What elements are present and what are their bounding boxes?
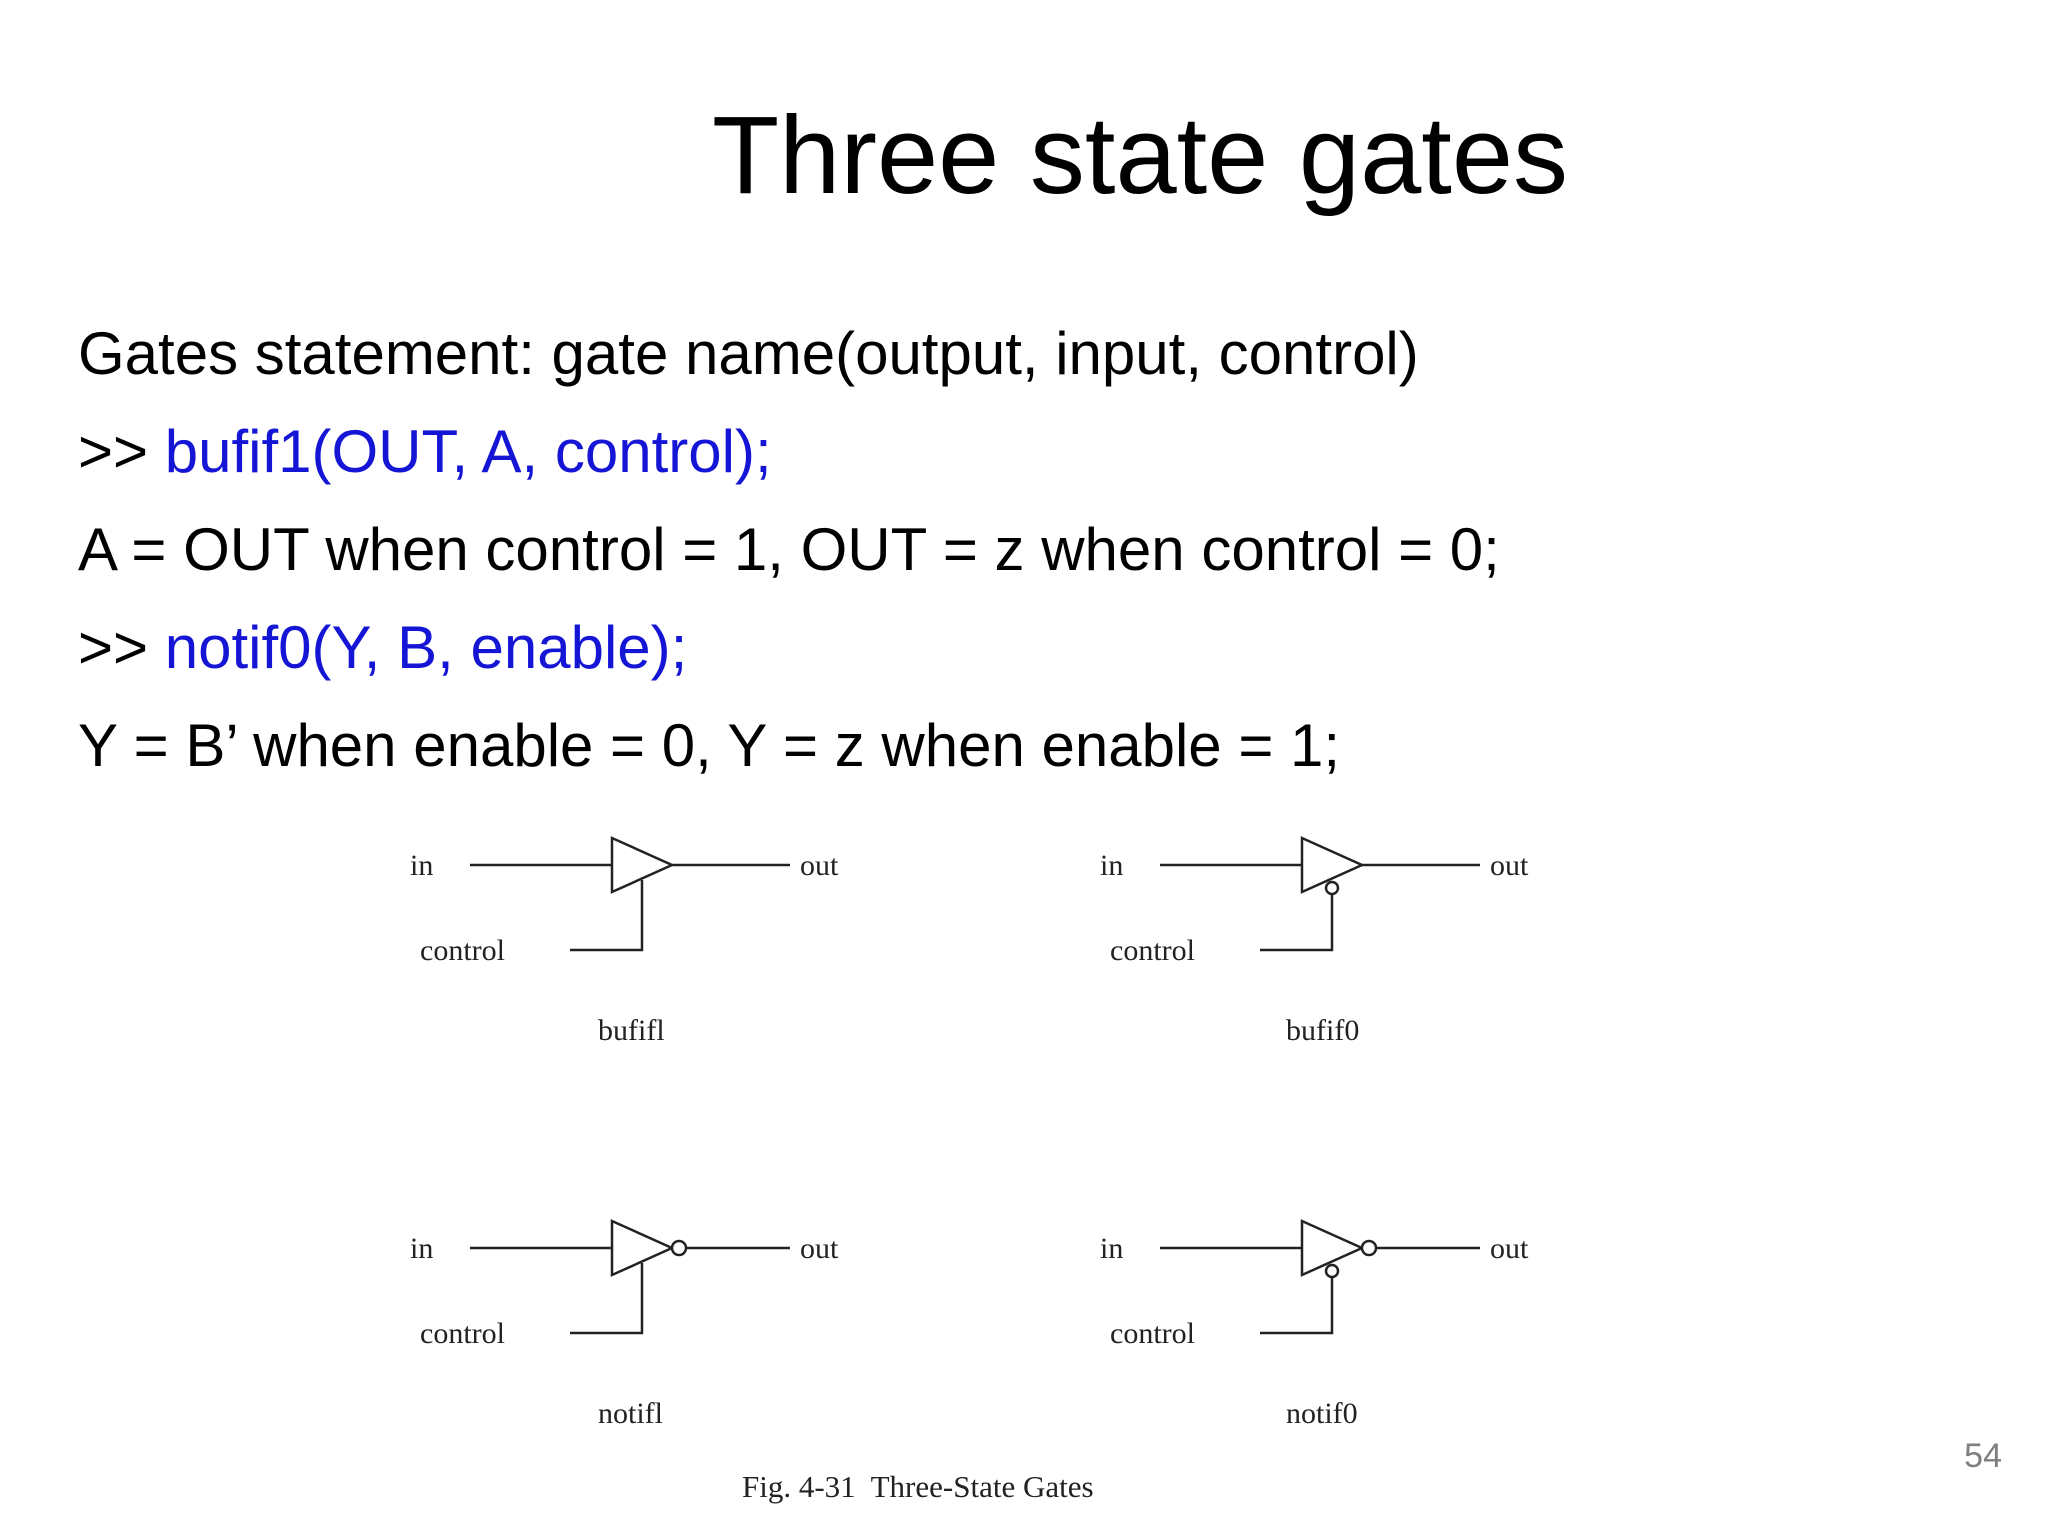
- gate-notif1-control-label: control: [420, 1317, 505, 1350]
- gate-bufif1-name: bufifl: [598, 1014, 665, 1047]
- gate-bufif1-control-label: control: [420, 934, 505, 967]
- gate-notif0-out-label: out: [1490, 1232, 1529, 1265]
- gate-bufif0-in-label: in: [1100, 849, 1123, 882]
- prompt-prefix: >>: [78, 418, 165, 485]
- gate-bufif1-control-wire: [570, 880, 644, 952]
- body-line-1: Gates statement: gate name(output, input…: [78, 318, 1419, 390]
- body-line-4: >> notif0(Y, B, enable);: [78, 612, 687, 684]
- inverter-triangle-icon: [610, 1219, 676, 1277]
- inversion-bubble-icon: [1360, 1239, 1378, 1257]
- buffer-triangle-icon: [1300, 836, 1366, 894]
- gate-bufif0-out-label: out: [1490, 849, 1529, 882]
- gate-bufif0: [1160, 836, 1480, 952]
- code-bufif1: bufif1(OUT, A, control);: [164, 418, 772, 485]
- gate-bufif1-out-label: out: [800, 849, 839, 882]
- body-line-1-text: Gates statement: gate name(output, input…: [78, 320, 1419, 387]
- gate-notif0-name: notif0: [1286, 1397, 1358, 1430]
- figure-caption: Fig. 4-31 Three-State Gates: [742, 1469, 1094, 1504]
- gate-bufif0-control-label: control: [1110, 934, 1195, 967]
- inversion-bubble-icon: [1324, 1263, 1340, 1279]
- gate-notif1-control-wire: [570, 1263, 644, 1335]
- gate-notif0-control-label: control: [1110, 1317, 1195, 1350]
- gate-notif0-in-label: in: [1100, 1232, 1123, 1265]
- gate-bufif0-name: bufif0: [1286, 1014, 1359, 1047]
- prompt-prefix: >>: [78, 614, 165, 681]
- inversion-bubble-icon: [670, 1239, 688, 1257]
- three-state-gates-figure: in out control bufifl in out control buf…: [380, 820, 1660, 1520]
- body-line-5-text: Y = B’ when enable = 0, Y = z when enabl…: [78, 712, 1341, 779]
- gate-notif1-in-label: in: [410, 1232, 433, 1265]
- gates-diagram: in out control bufifl in out control buf…: [410, 836, 1529, 1504]
- code-notif0: notif0(Y, B, enable);: [164, 614, 688, 681]
- page-number: 54: [1964, 1437, 2002, 1475]
- gate-bufif0-control-wire: [1260, 894, 1334, 952]
- gate-notif0-control-wire: [1260, 1277, 1334, 1335]
- gate-bufif1-in-label: in: [410, 849, 433, 882]
- inversion-bubble-icon: [1324, 880, 1340, 896]
- body-line-2: >> bufif1(OUT, A, control);: [78, 416, 772, 488]
- gate-notif1-name: notifl: [598, 1397, 663, 1430]
- inverter-triangle-icon: [1300, 1219, 1366, 1277]
- gate-notif1-out-label: out: [800, 1232, 839, 1265]
- slide-title: Three state gates: [711, 94, 1569, 217]
- buffer-triangle-icon: [610, 836, 676, 894]
- body-line-3-text: A = OUT when control = 1, OUT = z when c…: [78, 516, 1500, 583]
- body-line-5: Y = B’ when enable = 0, Y = z when enabl…: [78, 710, 1340, 782]
- gate-bufif1: [470, 836, 790, 952]
- gate-notif0: [1160, 1219, 1480, 1335]
- gate-notif1: [470, 1219, 790, 1335]
- body-line-3: A = OUT when control = 1, OUT = z when c…: [78, 514, 1500, 586]
